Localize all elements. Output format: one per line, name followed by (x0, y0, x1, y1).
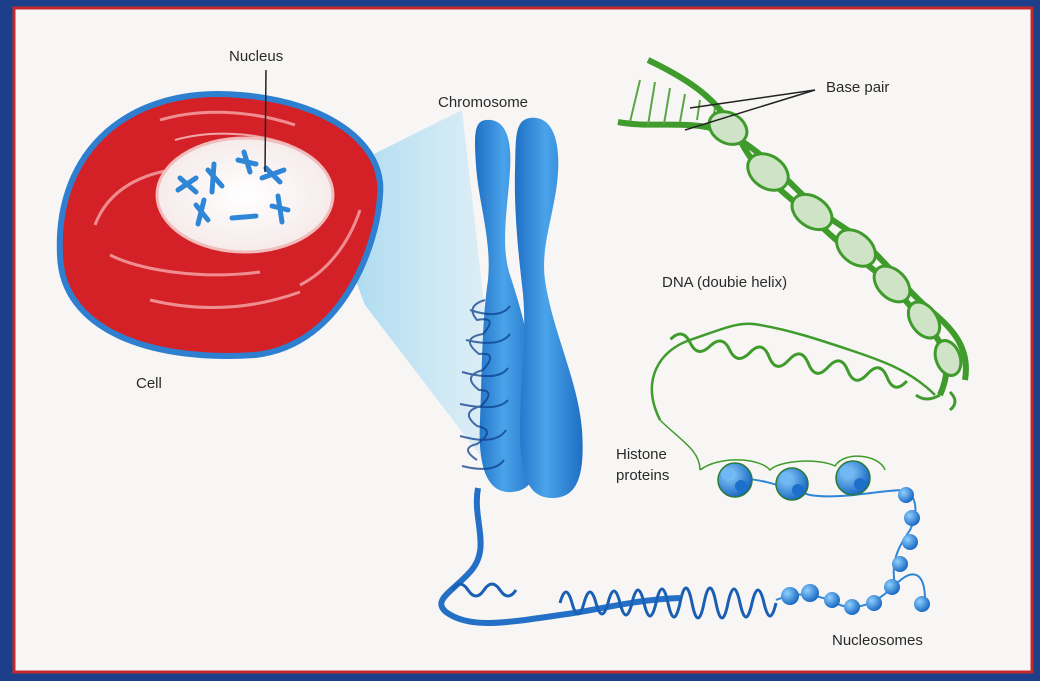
nucleus-pointer (265, 70, 266, 172)
chromosome-label: Chromosome (438, 94, 528, 111)
nucleosomes-label: Nucleosomes (832, 632, 923, 649)
base-pair-label: Base pair (826, 79, 889, 96)
nucleus-label: Nucleus (229, 48, 283, 65)
dna-label: DNA (doubie helix) (662, 274, 787, 291)
histone-label-line2: proteins (616, 467, 669, 484)
histone-label-line1: Histone (616, 446, 667, 463)
cell-label: Cell (136, 375, 162, 392)
